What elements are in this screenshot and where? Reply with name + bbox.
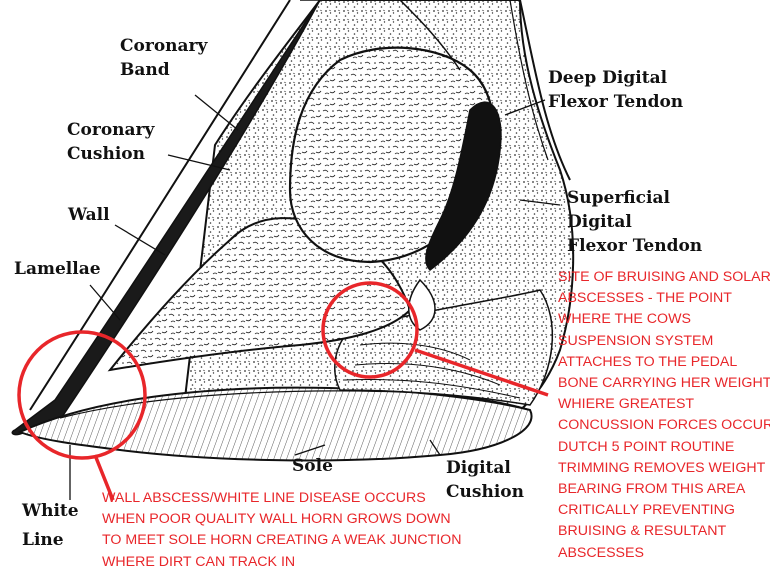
coronary-cushion-label: Coronary Cushion xyxy=(67,118,154,166)
sole-band xyxy=(20,388,532,461)
sole-label: Sole xyxy=(292,454,333,478)
deep-digital-flexor-tendon-label: Deep Digital Flexor Tendon xyxy=(548,66,683,114)
lamellae-label: Lamellae xyxy=(14,257,101,281)
white-line-label: White Line xyxy=(22,497,79,555)
wall-label: Wall xyxy=(68,203,110,227)
bruising-site-annotation: SITE OF BRUISING AND SOLAR ABSCESSES - T… xyxy=(558,267,770,564)
white-line-disease-annotation: WALL ABSCESS/WHITE LINE DISEASE OCCURS W… xyxy=(102,488,461,573)
superficial-digital-flexor-tendon-label: Superficial Digital Flexor Tendon xyxy=(567,186,702,258)
coronary-band-label: Coronary Band xyxy=(120,34,207,82)
